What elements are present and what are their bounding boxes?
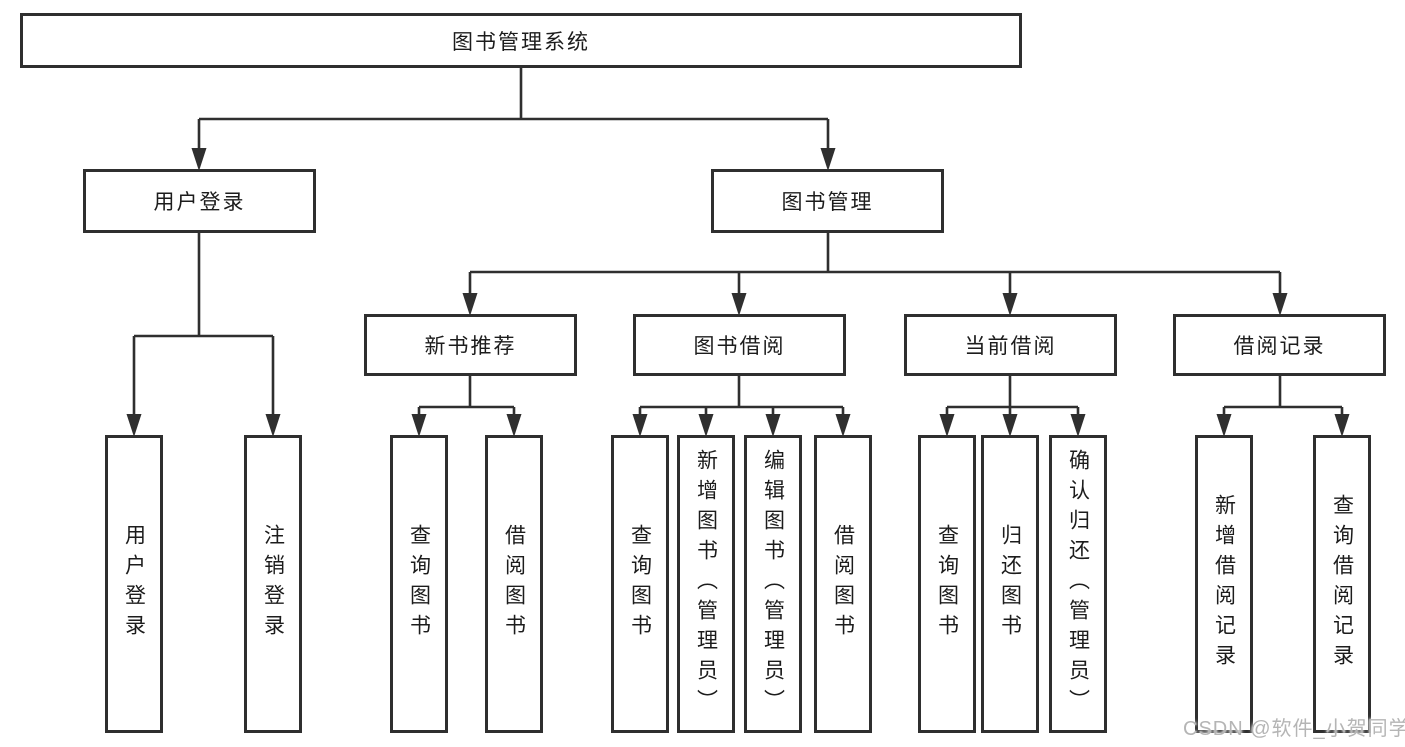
connector-new-book-group	[411, 376, 522, 437]
node-new-book-recommend: 新书推荐	[364, 314, 577, 376]
node-current-borrow: 当前借阅	[904, 314, 1117, 376]
root-node: 图书管理系统	[20, 13, 1022, 68]
leaf-return-books: 归还图书	[981, 435, 1039, 733]
leaf-borrow-books: 借阅图书	[814, 435, 872, 733]
watermark-text: CSDN @软件_小贺同学	[1183, 718, 1405, 740]
leaf-query-books-borrow: 查询图书	[611, 435, 669, 733]
leaf-query-books-recommend: 查询图书	[390, 435, 448, 733]
node-book-management: 图书管理	[711, 169, 944, 233]
leaf-edit-book-admin: 编辑图书（管理员）	[744, 435, 802, 733]
leaf-add-book-admin: 新增图书（管理员）	[677, 435, 735, 733]
connector-book-borrow-group	[632, 376, 851, 437]
leaf-user-login: 用户登录	[105, 435, 163, 733]
node-user-login: 用户登录	[83, 169, 316, 233]
connector-user-login-group	[126, 233, 281, 437]
leaf-query-borrow-record: 查询借阅记录	[1313, 435, 1371, 733]
leaf-confirm-return-admin: 确认归还（管理员）	[1049, 435, 1107, 733]
node-borrow-records: 借阅记录	[1173, 314, 1386, 376]
connector-current-borrow-group	[939, 376, 1086, 437]
leaf-query-books-current: 查询图书	[918, 435, 976, 733]
leaf-logout-login: 注销登录	[244, 435, 302, 733]
leaf-borrow-books-recommend: 借阅图书	[485, 435, 543, 733]
node-book-borrow: 图书借阅	[633, 314, 846, 376]
leaf-add-borrow-record: 新增借阅记录	[1195, 435, 1253, 733]
connector-book-management-group	[462, 233, 1288, 316]
connector-borrow-record-group	[1216, 376, 1350, 437]
connector-root-to-level2	[191, 68, 836, 171]
